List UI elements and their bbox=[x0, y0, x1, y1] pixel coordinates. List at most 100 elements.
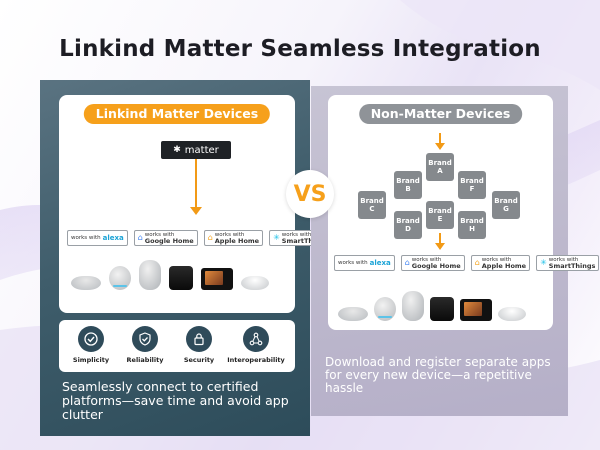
brand-letter: E bbox=[437, 215, 443, 223]
brand-word: Brand bbox=[494, 197, 518, 205]
feature-reliability: Reliability bbox=[119, 326, 171, 364]
matter-label: matter bbox=[184, 144, 219, 156]
bottom-connector-line bbox=[439, 233, 441, 243]
matter-logo-icon: ✱ bbox=[173, 145, 181, 155]
alexa-small-text: works with bbox=[71, 235, 101, 241]
matter-devices-pill: Linkind Matter Devices bbox=[83, 104, 271, 124]
network-icon bbox=[243, 326, 269, 352]
smart-display-image bbox=[460, 299, 492, 321]
brand-letter: C bbox=[369, 205, 375, 213]
cylinder-speaker-image bbox=[402, 291, 424, 321]
shield-check-icon bbox=[132, 326, 158, 352]
st-big-text: SmartThings bbox=[281, 237, 329, 245]
st-big-text: SmartThings bbox=[548, 262, 596, 270]
smartthings-icon: ✳ bbox=[540, 258, 547, 267]
alexa-big-text: alexa bbox=[102, 234, 124, 242]
device-row bbox=[338, 291, 526, 321]
feature-simplicity: Simplicity bbox=[65, 326, 117, 364]
feature-label: Reliability bbox=[126, 356, 164, 364]
google-big-text: Google Home bbox=[411, 262, 461, 270]
brand-word: Brand bbox=[396, 177, 420, 185]
check-icon bbox=[78, 326, 104, 352]
smartthings-badge: ✳ works with SmartThings bbox=[536, 255, 600, 271]
non-matter-description: Download and register separate apps for … bbox=[325, 355, 551, 395]
feature-interoperability: Interoperability bbox=[225, 326, 287, 364]
brand-letter: F bbox=[469, 185, 475, 193]
arrow-down-icon bbox=[435, 143, 445, 150]
cylinder-speaker-image bbox=[139, 260, 161, 290]
google-home-badge: ⌂ works with Google Home bbox=[400, 255, 465, 271]
brand-letter: H bbox=[469, 225, 475, 233]
matter-description: Seamlessly connect to certified platform… bbox=[62, 379, 289, 422]
feature-label: Security bbox=[183, 356, 215, 364]
apple-home-badge: ⌂ works with Apple Home bbox=[470, 255, 531, 271]
matter-devices-card: Linkind Matter Devices ✱ matter works wi… bbox=[59, 95, 333, 313]
alexa-small-text: works with bbox=[338, 260, 368, 266]
hub-puck-image bbox=[498, 307, 526, 321]
arrow-down-icon bbox=[435, 243, 445, 250]
matter-connector-line bbox=[195, 159, 197, 209]
smartthings-icon: ✳ bbox=[273, 233, 280, 242]
matter-panel: Linkind Matter Devices ✱ matter works wi… bbox=[40, 80, 333, 436]
platform-badges: works with alexa ⌂ works with Google Hom… bbox=[67, 230, 333, 246]
ball-speaker-image bbox=[374, 297, 396, 321]
alexa-badge: works with alexa bbox=[334, 255, 395, 271]
page-title: Linkind Matter Seamless Integration bbox=[59, 36, 541, 62]
google-home-icon: ⌂ bbox=[137, 233, 143, 242]
google-small-text: works with bbox=[144, 232, 175, 238]
lock-icon bbox=[186, 326, 212, 352]
apple-home-icon: ⌂ bbox=[207, 233, 213, 242]
tv-box-image bbox=[430, 297, 454, 321]
google-home-badge: ⌂ works with Google Home bbox=[133, 230, 198, 246]
brand-word: Brand bbox=[428, 207, 452, 215]
st-small-text: works with bbox=[281, 232, 312, 238]
brand-word: Brand bbox=[460, 177, 484, 185]
apple-big-text: Apple Home bbox=[214, 237, 260, 245]
feature-security: Security bbox=[173, 326, 225, 364]
hub-puck-image bbox=[241, 276, 269, 290]
alexa-badge: works with alexa bbox=[67, 230, 128, 246]
platform-badges: works with alexa ⌂ works with Google Hom… bbox=[334, 255, 600, 271]
brand-word: Brand bbox=[460, 217, 484, 225]
feature-label: Simplicity bbox=[72, 356, 110, 364]
non-matter-devices-pill: Non-Matter Devices bbox=[358, 104, 523, 124]
brand-letter: D bbox=[405, 225, 411, 233]
flat-speaker-image bbox=[338, 307, 368, 321]
brand-word: Brand bbox=[428, 159, 452, 167]
google-big-text: Google Home bbox=[144, 237, 194, 245]
google-home-icon: ⌂ bbox=[404, 258, 410, 267]
brand-letter: G bbox=[503, 205, 509, 213]
vs-badge: VS bbox=[286, 170, 334, 218]
feature-label: Interoperability bbox=[227, 356, 285, 364]
matter-badge: ✱ matter bbox=[161, 141, 231, 159]
brand-letter: B bbox=[405, 185, 411, 193]
apple-home-icon: ⌂ bbox=[474, 258, 480, 267]
brand-word: Brand bbox=[396, 217, 420, 225]
smart-display-image bbox=[201, 268, 233, 290]
brand-letter: A bbox=[437, 167, 443, 175]
ball-speaker-image bbox=[109, 266, 131, 290]
apple-big-text: Apple Home bbox=[481, 262, 527, 270]
tv-box-image bbox=[169, 266, 193, 290]
device-row bbox=[71, 260, 269, 290]
google-small-text: works with bbox=[411, 257, 442, 263]
apple-small-text: works with bbox=[214, 232, 245, 238]
arrow-down-icon bbox=[190, 207, 202, 215]
alexa-big-text: alexa bbox=[369, 259, 391, 267]
st-small-text: works with bbox=[548, 257, 579, 263]
flat-speaker-image bbox=[71, 276, 101, 290]
brand-word: Brand bbox=[360, 197, 384, 205]
top-connector-line bbox=[439, 133, 441, 143]
features-card: Simplicity Reliability Security Interope… bbox=[59, 320, 295, 372]
apple-home-badge: ⌂ works with Apple Home bbox=[203, 230, 264, 246]
